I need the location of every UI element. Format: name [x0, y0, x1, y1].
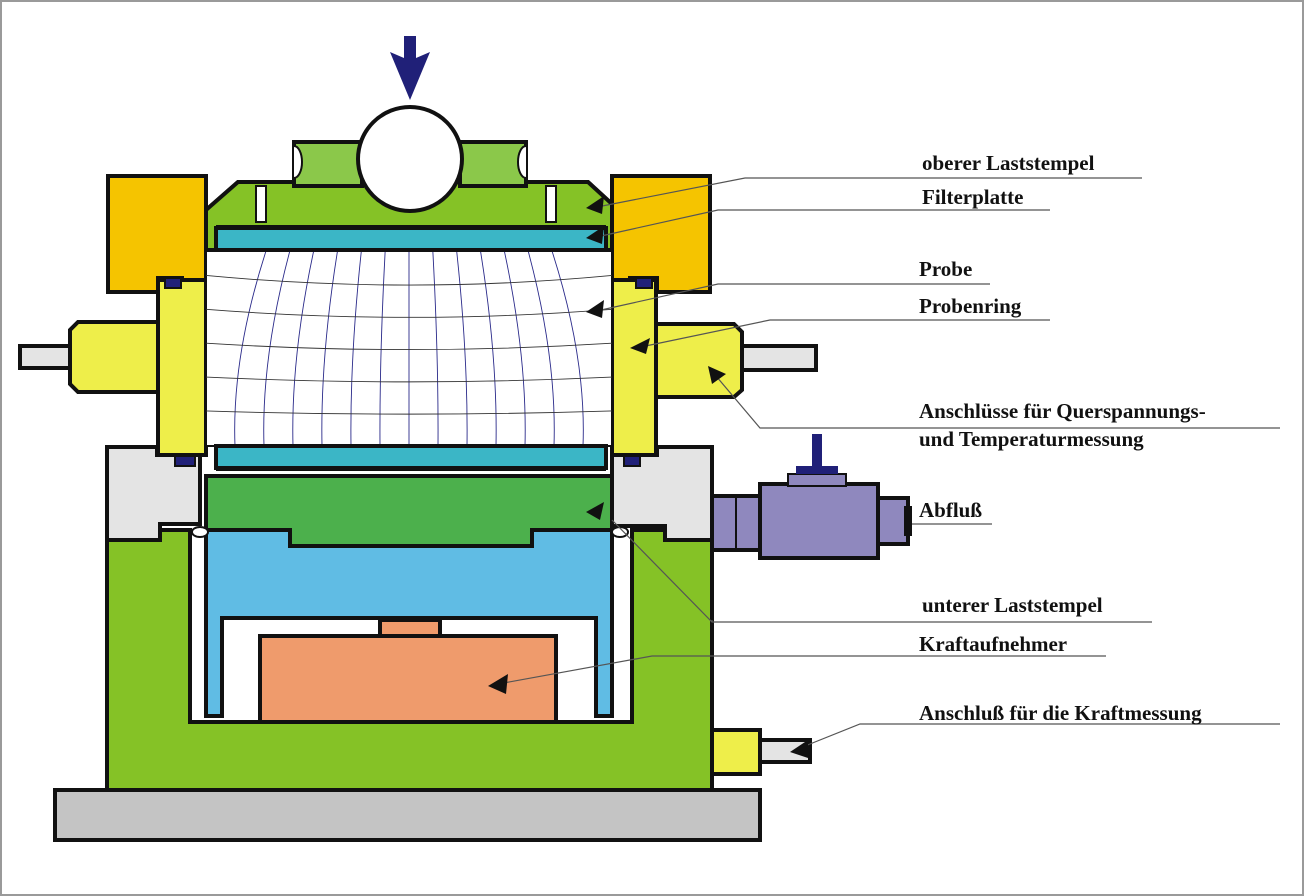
- load-arrow: [390, 36, 430, 100]
- mesh-line-vertical: [350, 249, 362, 447]
- arrow-kraftaufnehmer: [488, 674, 508, 694]
- arrow-probe: [586, 300, 604, 318]
- leader-arrowheads: [488, 196, 808, 758]
- mesh-line-vertical: [321, 249, 339, 447]
- arrow-kraftmessung: [790, 740, 808, 758]
- force-cable: [758, 738, 812, 764]
- cap-notch-left: [293, 145, 303, 179]
- load-cell-button: [378, 618, 442, 638]
- top-cap-right: [458, 140, 528, 188]
- seal-bottom-left: [174, 455, 196, 467]
- mesh-line-vertical: [263, 249, 291, 447]
- label-probe: Probe: [919, 257, 972, 281]
- mesh-line-horizontal: [205, 342, 613, 351]
- force-connector: [710, 728, 762, 776]
- mesh-line-vertical: [479, 249, 497, 447]
- gold-block-right: [610, 174, 712, 294]
- top-cap-left: [292, 140, 364, 188]
- arrow-filterplatte: [586, 226, 604, 244]
- rod-left: [18, 344, 74, 370]
- label-oberer-laststempel: oberer Laststempel: [922, 151, 1095, 175]
- upper-piston-slot-left: [255, 185, 267, 223]
- label-anschluss-kraftmessung: Anschluß für die Kraftmessung: [919, 701, 1202, 725]
- seal-top-left: [164, 277, 182, 289]
- rod-right: [740, 344, 818, 372]
- load-ball: [356, 105, 464, 213]
- label-unterer-laststempel: unterer Laststempel: [922, 593, 1103, 617]
- arrow-probenring: [630, 338, 650, 354]
- drain-valve-end: [904, 506, 912, 536]
- mesh-line-vertical: [432, 249, 439, 447]
- sample-ring-left: [156, 278, 208, 457]
- seal-bottom-right: [623, 455, 641, 467]
- sample-mesh: [205, 249, 613, 447]
- piston-carrier: [204, 528, 614, 718]
- mesh-line-vertical: [234, 249, 267, 447]
- load-cell: [258, 634, 558, 724]
- mesh-line-horizontal: [205, 410, 613, 415]
- connector-left: [68, 320, 160, 394]
- mesh-line-vertical: [456, 249, 468, 447]
- label-anschluesse-line1: Anschlüsse für Querspannungs-: [919, 399, 1206, 423]
- mesh-line-vertical: [379, 249, 386, 447]
- base-plate: [53, 788, 762, 842]
- label-probenring: Probenring: [919, 294, 1022, 318]
- drain-valve-knob: [796, 466, 838, 474]
- oring-right: [611, 526, 629, 538]
- mesh-line-horizontal: [205, 275, 613, 286]
- oring-left: [191, 526, 209, 538]
- arrow-anschluesse: [708, 366, 726, 384]
- arrow-unterer-laststempel: [586, 502, 604, 520]
- gold-block-left: [106, 174, 208, 294]
- cap-notch-right: [517, 145, 527, 179]
- seal-top-right: [635, 277, 653, 289]
- upper-piston-slot-right: [545, 185, 557, 223]
- label-abfluss: Abfluß: [919, 498, 982, 522]
- mesh-line-vertical: [527, 249, 555, 447]
- mesh-line-vertical: [551, 249, 584, 447]
- arrow-oberer-laststempel: [586, 196, 604, 214]
- label-kraftaufnehmer: Kraftaufnehmer: [919, 632, 1067, 656]
- drain-valve-body: [758, 482, 880, 560]
- mesh-line-vertical: [503, 249, 526, 447]
- drain-valve-outlet: [876, 496, 910, 546]
- drain-valve-cap: [787, 473, 847, 487]
- lower-filter-plate: [214, 444, 608, 470]
- mesh-line-vertical: [292, 249, 315, 447]
- upper-filter-plate: [214, 226, 608, 252]
- label-anschluesse-line2: und Temperaturmessung: [919, 427, 1144, 451]
- mesh-line-horizontal: [205, 376, 613, 383]
- mesh-line-horizontal: [205, 308, 613, 318]
- label-filterplatte: Filterplatte: [922, 185, 1023, 209]
- leader-lines: [497, 177, 1280, 749]
- drain-valve-stem: [812, 434, 822, 468]
